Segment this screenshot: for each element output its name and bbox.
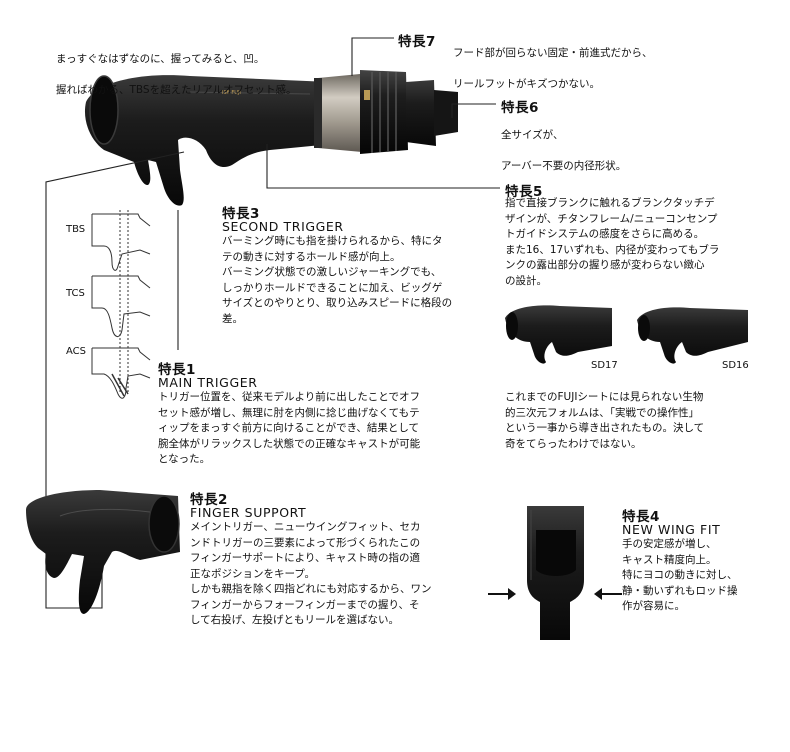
feature-2-title: FINGER SUPPORT [190, 505, 307, 520]
feature-5-text: 指で直接ブランクに触れるブランクタッチデ ザインが、チタンフレーム/ニューコンセ… [505, 197, 720, 287]
finger-support-image [26, 490, 180, 614]
feature-6-text: 全サイズが、 アーバー不要の内径形状。 [501, 112, 626, 190]
feature-7-tag: 特長7 [398, 34, 436, 50]
profile-label-tbs: TBS [66, 224, 86, 235]
feature-5-tag: 特長5 [505, 184, 543, 200]
size-label-sd16: SD16 [722, 360, 749, 371]
feature-7-line-2: リールフットがキズつかない。 [453, 77, 600, 90]
feature-6-tag: 特長6 [501, 100, 539, 116]
intro-line-2: 握ればわかる、TBSを超えたリアルオフセット感。 [56, 83, 297, 96]
feature-3-tag: 特長3 [222, 206, 260, 222]
feature-3-title: SECOND TRIGGER [222, 219, 344, 234]
feature-2-text: メイントリガー、ニューウイングフィット、セカ ンドトリガーの三要素によって形づく… [190, 521, 432, 626]
profile-label-tcs: TCS [66, 288, 85, 299]
feature-4-text: 手の安定感が増し、 キャスト精度向上。 特にヨコの動きに対し、 静・動いずれもロ… [622, 538, 738, 612]
arrow-left-icon [594, 588, 622, 600]
feature-7-text: フード部が回らない固定・前進式だから、 リールフットがキズつかない。 [453, 30, 653, 108]
grip-profile-diagrams [91, 210, 151, 399]
sd17-image [505, 305, 612, 364]
profile-label-acs: ACS [66, 346, 86, 357]
arrow-right-icon [488, 588, 516, 600]
feature-1-title: MAIN TRIGGER [158, 375, 258, 390]
feature-6-line-2: アーバー不要の内径形状。 [501, 159, 627, 172]
sd16-image [637, 307, 748, 364]
feature-3-text: バーミング時にも指を掛けられるから、特にタ テの動きに対するホールド感が向上。 … [222, 235, 453, 325]
intro-copy: まっすぐなはずなのに、握ってみると、凹。 握ればわかる、TBSを超えたリアルオフ… [56, 36, 297, 114]
feature-1-text: トリガー位置を、従来モデルより前に出したことでオフ セット感が増し、無理に肘を内… [158, 391, 421, 465]
new-wing-fit-image [527, 506, 584, 640]
feature-7-line-1: フード部が回らない固定・前進式だから、 [453, 46, 653, 59]
size-label-sd17: SD17 [591, 360, 618, 371]
feature-6-line-1: 全サイズが、 [501, 128, 564, 141]
design-note: これまでのFUJIシートには見られない生物 的三次元フォルムは、「実戦での操作性… [505, 391, 705, 450]
reel-seat-main-image: ISE FUJI [84, 70, 458, 206]
svg-text:ISE FUJI: ISE FUJI [222, 90, 241, 96]
intro-line-1: まっすぐなはずなのに、握ってみると、凹。 [56, 52, 265, 65]
feature-4-title: NEW WING FIT [622, 522, 721, 537]
feature-1-tag: 特長1 [158, 362, 196, 378]
feature-2-tag: 特長2 [190, 492, 228, 508]
feature-4-tag: 特長4 [622, 509, 660, 525]
